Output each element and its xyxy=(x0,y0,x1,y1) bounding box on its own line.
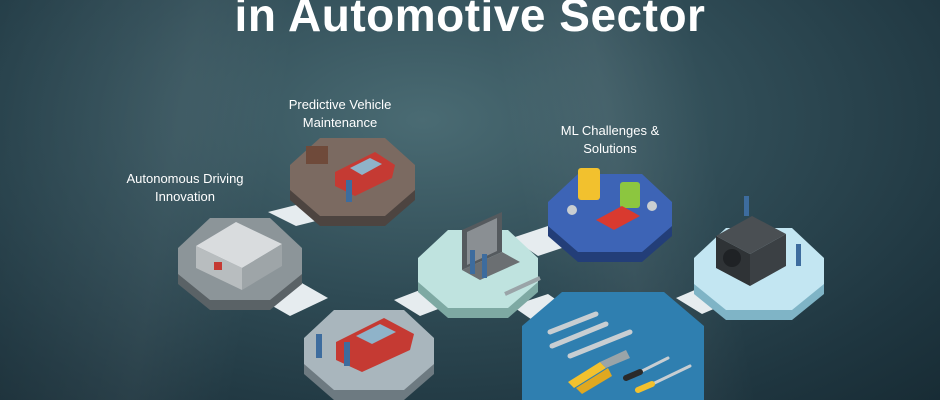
screwdriver-icon xyxy=(623,356,692,393)
oil-can-icon xyxy=(578,168,600,200)
label-autonomous-line1: Autonomous Driving xyxy=(126,171,244,186)
tile-car-repair xyxy=(304,310,434,400)
label-autonomous-line2: Innovation xyxy=(155,189,215,204)
pliers-icon xyxy=(568,350,630,394)
label-predictive-maintenance: Predictive Vehicle Maintenance xyxy=(270,96,410,132)
gear-icon xyxy=(647,201,657,211)
barrels-icon xyxy=(306,146,328,164)
building-icon xyxy=(196,222,282,290)
label-challenges-line2: Solutions xyxy=(583,141,637,156)
tile-engine xyxy=(694,196,824,320)
car-jack-icon xyxy=(596,206,640,230)
tile-tools xyxy=(522,292,704,400)
red-car-icon xyxy=(336,318,414,372)
mechanic-icon xyxy=(344,342,350,366)
tile-predictive-maintenance xyxy=(290,138,415,226)
tile-diagnostics xyxy=(418,212,541,318)
page-title: in Automotive Sector xyxy=(234,0,706,41)
wrench-icon xyxy=(547,311,633,359)
fluid-bottle-icon xyxy=(620,182,640,208)
wrench-icon xyxy=(504,276,541,296)
label-ml-challenges: ML Challenges & Solutions xyxy=(545,122,675,158)
mechanic-icon xyxy=(744,196,749,216)
engine-icon xyxy=(716,216,786,286)
mechanic-icon xyxy=(796,244,801,266)
tile-autonomous-driving xyxy=(178,218,302,310)
mechanic-icon xyxy=(316,334,322,358)
label-predictive-line2: Maintenance xyxy=(302,115,378,130)
gear-icon xyxy=(567,205,577,215)
label-challenges-line1: ML Challenges & xyxy=(560,123,660,138)
mechanic-icon xyxy=(482,254,487,278)
label-autonomous-driving: Autonomous Driving Innovation xyxy=(110,170,260,206)
tile-ml-challenges xyxy=(548,168,672,262)
mechanic-icon xyxy=(346,180,352,202)
mechanic-icon xyxy=(470,250,475,274)
label-predictive-line1: Predictive Vehicle xyxy=(288,97,392,112)
